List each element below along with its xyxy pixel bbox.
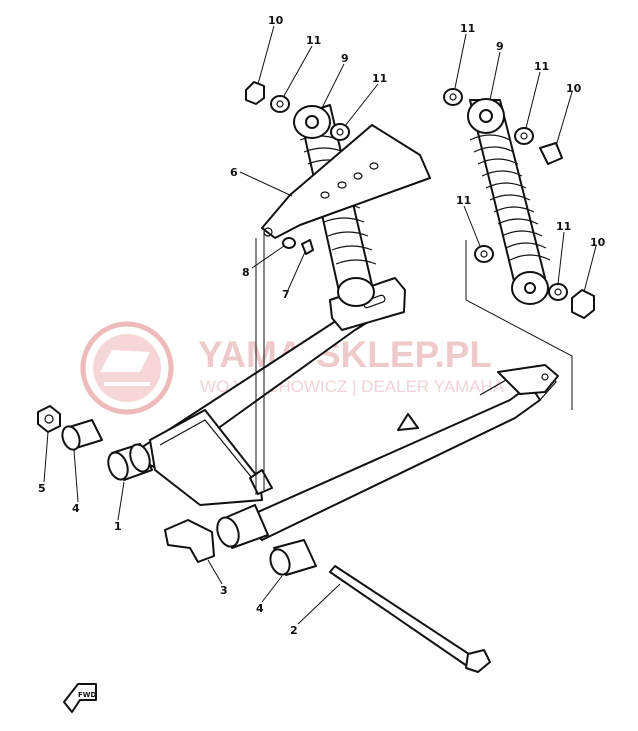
mounting-guide-lines bbox=[255, 232, 573, 495]
shock-right-cap-nut bbox=[539, 142, 563, 165]
callout-6: 6 bbox=[230, 166, 238, 179]
callout-8: 8 bbox=[242, 266, 250, 279]
shock-right-washer-low-right bbox=[548, 283, 568, 301]
callout-10-right-a: 10 bbox=[566, 82, 582, 95]
callout-4-left: 4 bbox=[72, 502, 80, 515]
bushing-left bbox=[61, 419, 103, 451]
washer-8 bbox=[282, 237, 296, 249]
chain-bracket bbox=[164, 519, 215, 563]
watermark-brand: YAMA-SKLEP.PL bbox=[198, 334, 492, 375]
front-arrow-icon: FWD bbox=[63, 683, 97, 713]
shock-left-washer-top bbox=[270, 95, 290, 113]
watermark: YAMA-SKLEP.PL WOJCIECHOWICZ | DEALER YAM… bbox=[80, 321, 505, 415]
callout-10-left: 10 bbox=[268, 14, 284, 27]
callout-4-right: 4 bbox=[256, 602, 264, 615]
callout-9-right: 9 bbox=[496, 40, 504, 53]
callout-5: 5 bbox=[38, 482, 46, 495]
shock-left-washer-inner bbox=[330, 123, 350, 141]
callouts: 10 11 9 11 6 8 7 11 9 11 10 11 11 10 5 4… bbox=[38, 14, 606, 637]
shock-right-washer-mid bbox=[514, 127, 534, 145]
callout-11-right-d: 11 bbox=[556, 220, 571, 233]
shock-right-washer-low-left bbox=[474, 245, 494, 263]
pivot-shaft bbox=[329, 565, 491, 673]
bolt-7 bbox=[301, 239, 314, 255]
callout-1: 1 bbox=[114, 520, 122, 533]
callout-3: 3 bbox=[220, 584, 228, 597]
callout-7: 7 bbox=[282, 288, 290, 301]
nut bbox=[37, 405, 61, 433]
pivot-bushing bbox=[107, 443, 269, 549]
shock-absorber-right bbox=[467, 98, 551, 305]
leader-lines bbox=[43, 25, 597, 625]
callout-11-right-a: 11 bbox=[460, 22, 475, 35]
callout-11-right-b: 11 bbox=[534, 60, 549, 73]
shock-right-nut-bottom bbox=[571, 289, 595, 319]
watermark-logo-icon bbox=[80, 321, 174, 415]
callout-2: 2 bbox=[290, 624, 298, 637]
swing-arm bbox=[129, 277, 559, 541]
callout-10-right-b: 10 bbox=[590, 236, 606, 249]
shock-left-nut-top bbox=[245, 81, 265, 105]
bushing-right bbox=[269, 539, 317, 576]
front-arrow-label: FWD bbox=[78, 691, 97, 699]
callout-11-left-b: 11 bbox=[372, 72, 387, 85]
callout-9-left: 9 bbox=[341, 52, 349, 65]
callout-11-right-c: 11 bbox=[456, 194, 471, 207]
callout-11-left-a: 11 bbox=[306, 34, 321, 47]
shock-right-washer-top bbox=[443, 88, 463, 106]
